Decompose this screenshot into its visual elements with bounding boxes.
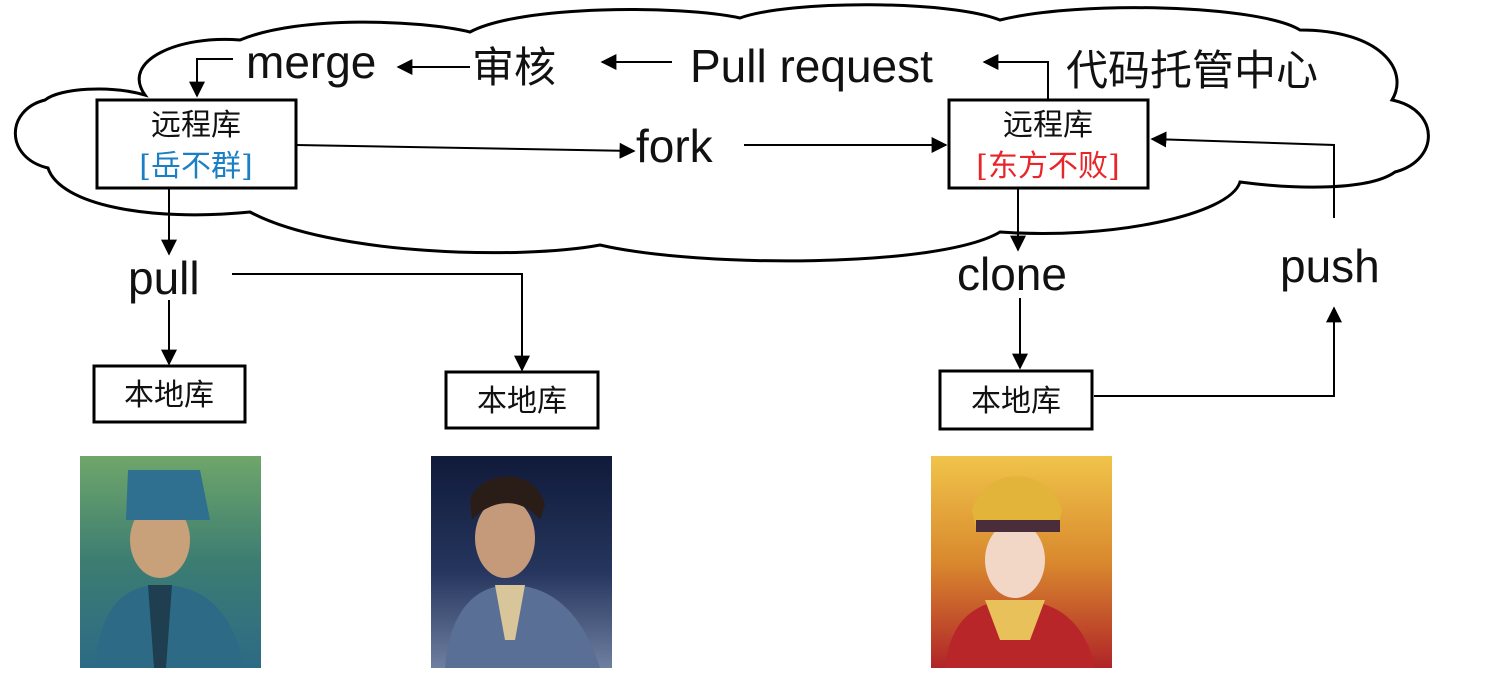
label-cloud: 代码托管中心 xyxy=(1066,46,1318,95)
label-fork: fork xyxy=(636,120,714,172)
label-merge: merge xyxy=(246,36,376,88)
local-repo-3-title: 本地库 xyxy=(971,384,1061,419)
portrait-right xyxy=(931,456,1112,668)
label-push: push xyxy=(1280,240,1380,292)
remote-repo-left-owner: [岳不群] xyxy=(139,149,252,184)
local-repo-1-title: 本地库 xyxy=(124,378,214,413)
portrait-left xyxy=(80,456,261,668)
local-repo-1: 本地库 xyxy=(92,364,247,424)
local-repo-2-title: 本地库 xyxy=(477,384,567,419)
arrow-local-3-to-push xyxy=(1094,306,1342,397)
remote-repo-right: 远程库 [东方不败] xyxy=(947,98,1150,190)
arrow-remote-to-fork xyxy=(295,142,636,159)
code-hosting-cloud xyxy=(13,3,1430,263)
remote-repo-right-title: 远程库 xyxy=(1003,108,1093,143)
remote-repo-left: 远程库 [岳不群] xyxy=(95,98,298,190)
label-clone: clone xyxy=(957,248,1067,300)
arrows xyxy=(161,54,1342,397)
arrow-push-to-remote xyxy=(1150,131,1335,218)
label-pull-request: Pull request xyxy=(690,40,933,92)
label-pull: pull xyxy=(128,252,200,304)
local-repo-2: 本地库 xyxy=(444,370,600,430)
portrait-middle xyxy=(431,456,612,668)
label-review: 审核 xyxy=(472,43,556,92)
remote-repo-right-owner: [东方不败] xyxy=(976,149,1119,184)
arrow-pull-to-local-2 xyxy=(232,273,530,372)
local-repo-3: 本地库 xyxy=(938,369,1094,431)
remote-repo-left-title: 远程库 xyxy=(151,108,241,143)
arrow-remote-to-pr xyxy=(982,54,1049,100)
arrow-merge-to-remote xyxy=(189,58,233,98)
